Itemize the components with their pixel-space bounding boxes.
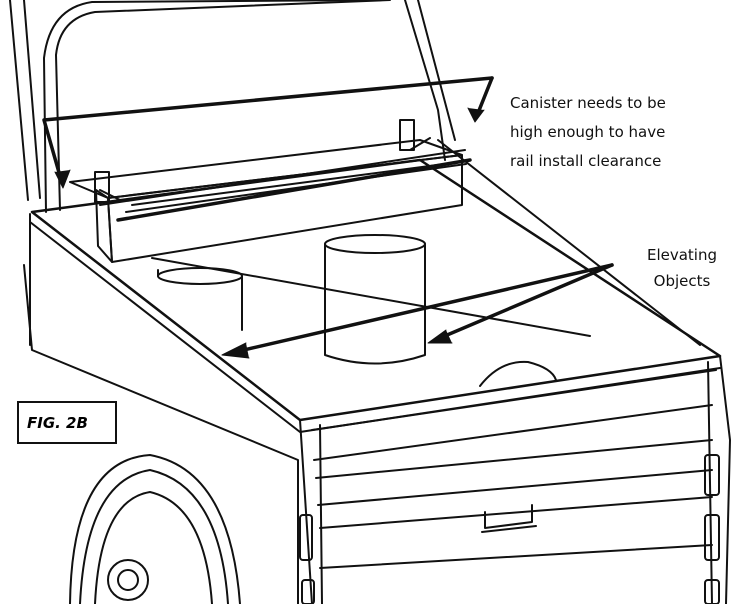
wheel bbox=[69, 454, 241, 604]
cab-window bbox=[9, 0, 456, 213]
tailgate-handle bbox=[481, 504, 537, 533]
elevating-note-line-1: Elevating bbox=[646, 246, 718, 264]
canister-clearance-note: Canister needs to be high enough to have… bbox=[510, 89, 740, 176]
canister-note-line-3: rail install clearance bbox=[510, 152, 662, 170]
canister-arrowhead-right bbox=[467, 107, 485, 123]
elevating-objects-note: Elevating Objects bbox=[627, 242, 737, 294]
figure-label: FIG. 2B bbox=[17, 401, 117, 444]
elevating-object-right bbox=[324, 234, 426, 365]
elevating-arrowhead-left bbox=[221, 342, 250, 359]
elevating-note-line-2: Objects bbox=[653, 272, 711, 290]
canister-arrowhead-left bbox=[54, 169, 71, 189]
tail-lights bbox=[299, 454, 720, 604]
truck-bed-body bbox=[23, 139, 731, 604]
elevating-object-left bbox=[157, 267, 243, 331]
canister-note-line-2: high enough to have bbox=[510, 123, 666, 141]
elevating-pointer-arrows bbox=[233, 263, 614, 354]
canister-note-line-1: Canister needs to be bbox=[510, 94, 666, 112]
canister bbox=[69, 119, 472, 263]
elevating-arrowhead-right bbox=[427, 329, 453, 344]
elevating-object-back bbox=[479, 360, 557, 387]
